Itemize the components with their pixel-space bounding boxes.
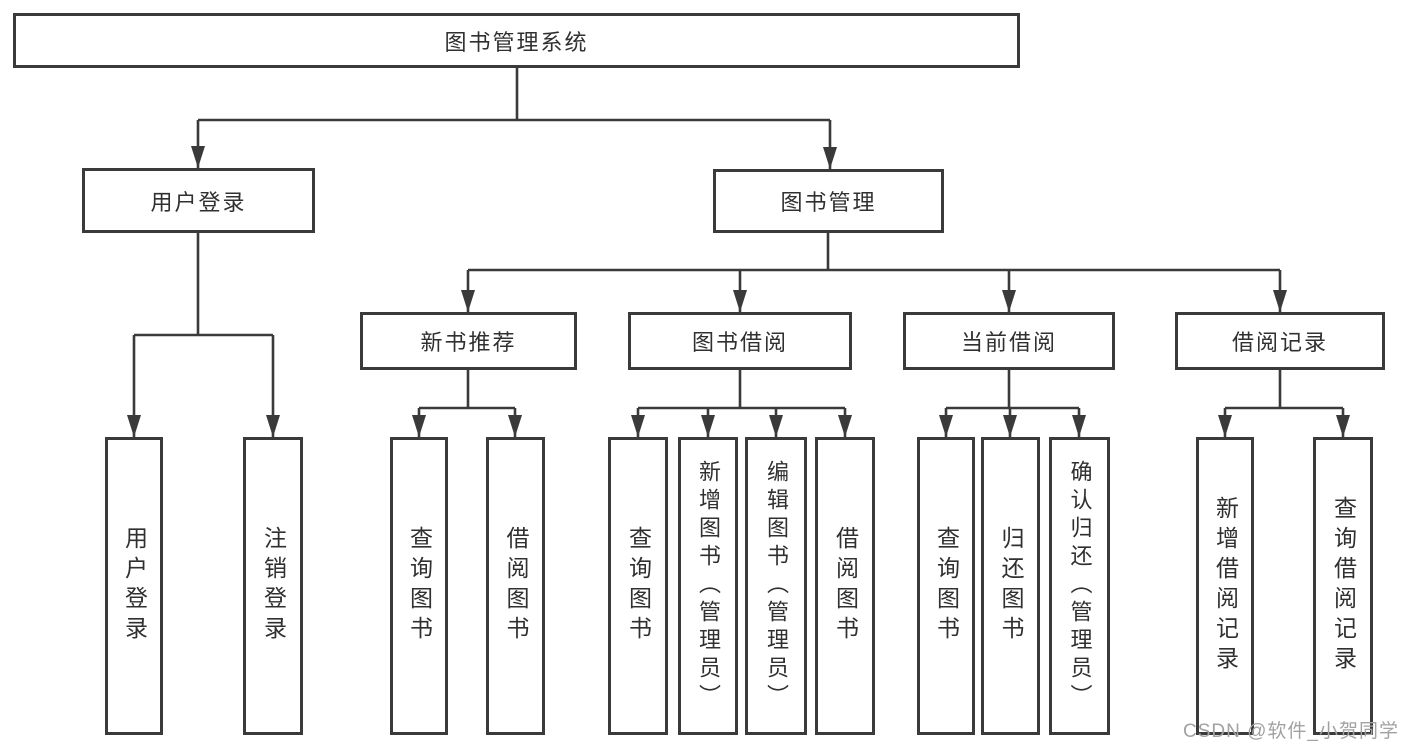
- leaf-query-borrow-record: 查询借阅记录: [1313, 437, 1373, 735]
- leaf-logout: 注销登录: [243, 437, 303, 735]
- leaf-edit-books-admin: 编辑图书（管理员）: [745, 437, 807, 735]
- leaf-query-books-borrow: 查询图书: [608, 437, 668, 735]
- node-system-root: 图书管理系统: [13, 13, 1020, 68]
- csdn-watermark: CSDN @软件_小贺同学: [1183, 721, 1399, 742]
- leaf-add-books-admin: 新增图书（管理员）: [678, 437, 738, 735]
- leaf-add-borrow-record: 新增借阅记录: [1196, 437, 1254, 735]
- tree-edges: [132, 68, 1345, 437]
- leaf-borrow-books: 借阅图书: [815, 437, 875, 735]
- leaf-user-login: 用户登录: [105, 437, 163, 735]
- leaf-return-books: 归还图书: [981, 437, 1040, 735]
- node-book-management: 图书管理: [713, 169, 944, 233]
- leaf-borrow-books-recommend: 借阅图书: [486, 437, 545, 735]
- leaf-query-books-recommend: 查询图书: [390, 437, 448, 735]
- node-book-borrowing: 图书借阅: [628, 312, 852, 370]
- leaf-query-books-current: 查询图书: [917, 437, 975, 735]
- node-user-login: 用户登录: [82, 168, 315, 233]
- node-new-book-recommend: 新书推荐: [360, 312, 577, 370]
- node-current-borrowing: 当前借阅: [903, 312, 1115, 370]
- arrowheads: [127, 146, 1350, 437]
- leaf-confirm-return-admin: 确认归还（管理员）: [1049, 437, 1110, 735]
- node-borrow-records: 借阅记录: [1175, 312, 1385, 370]
